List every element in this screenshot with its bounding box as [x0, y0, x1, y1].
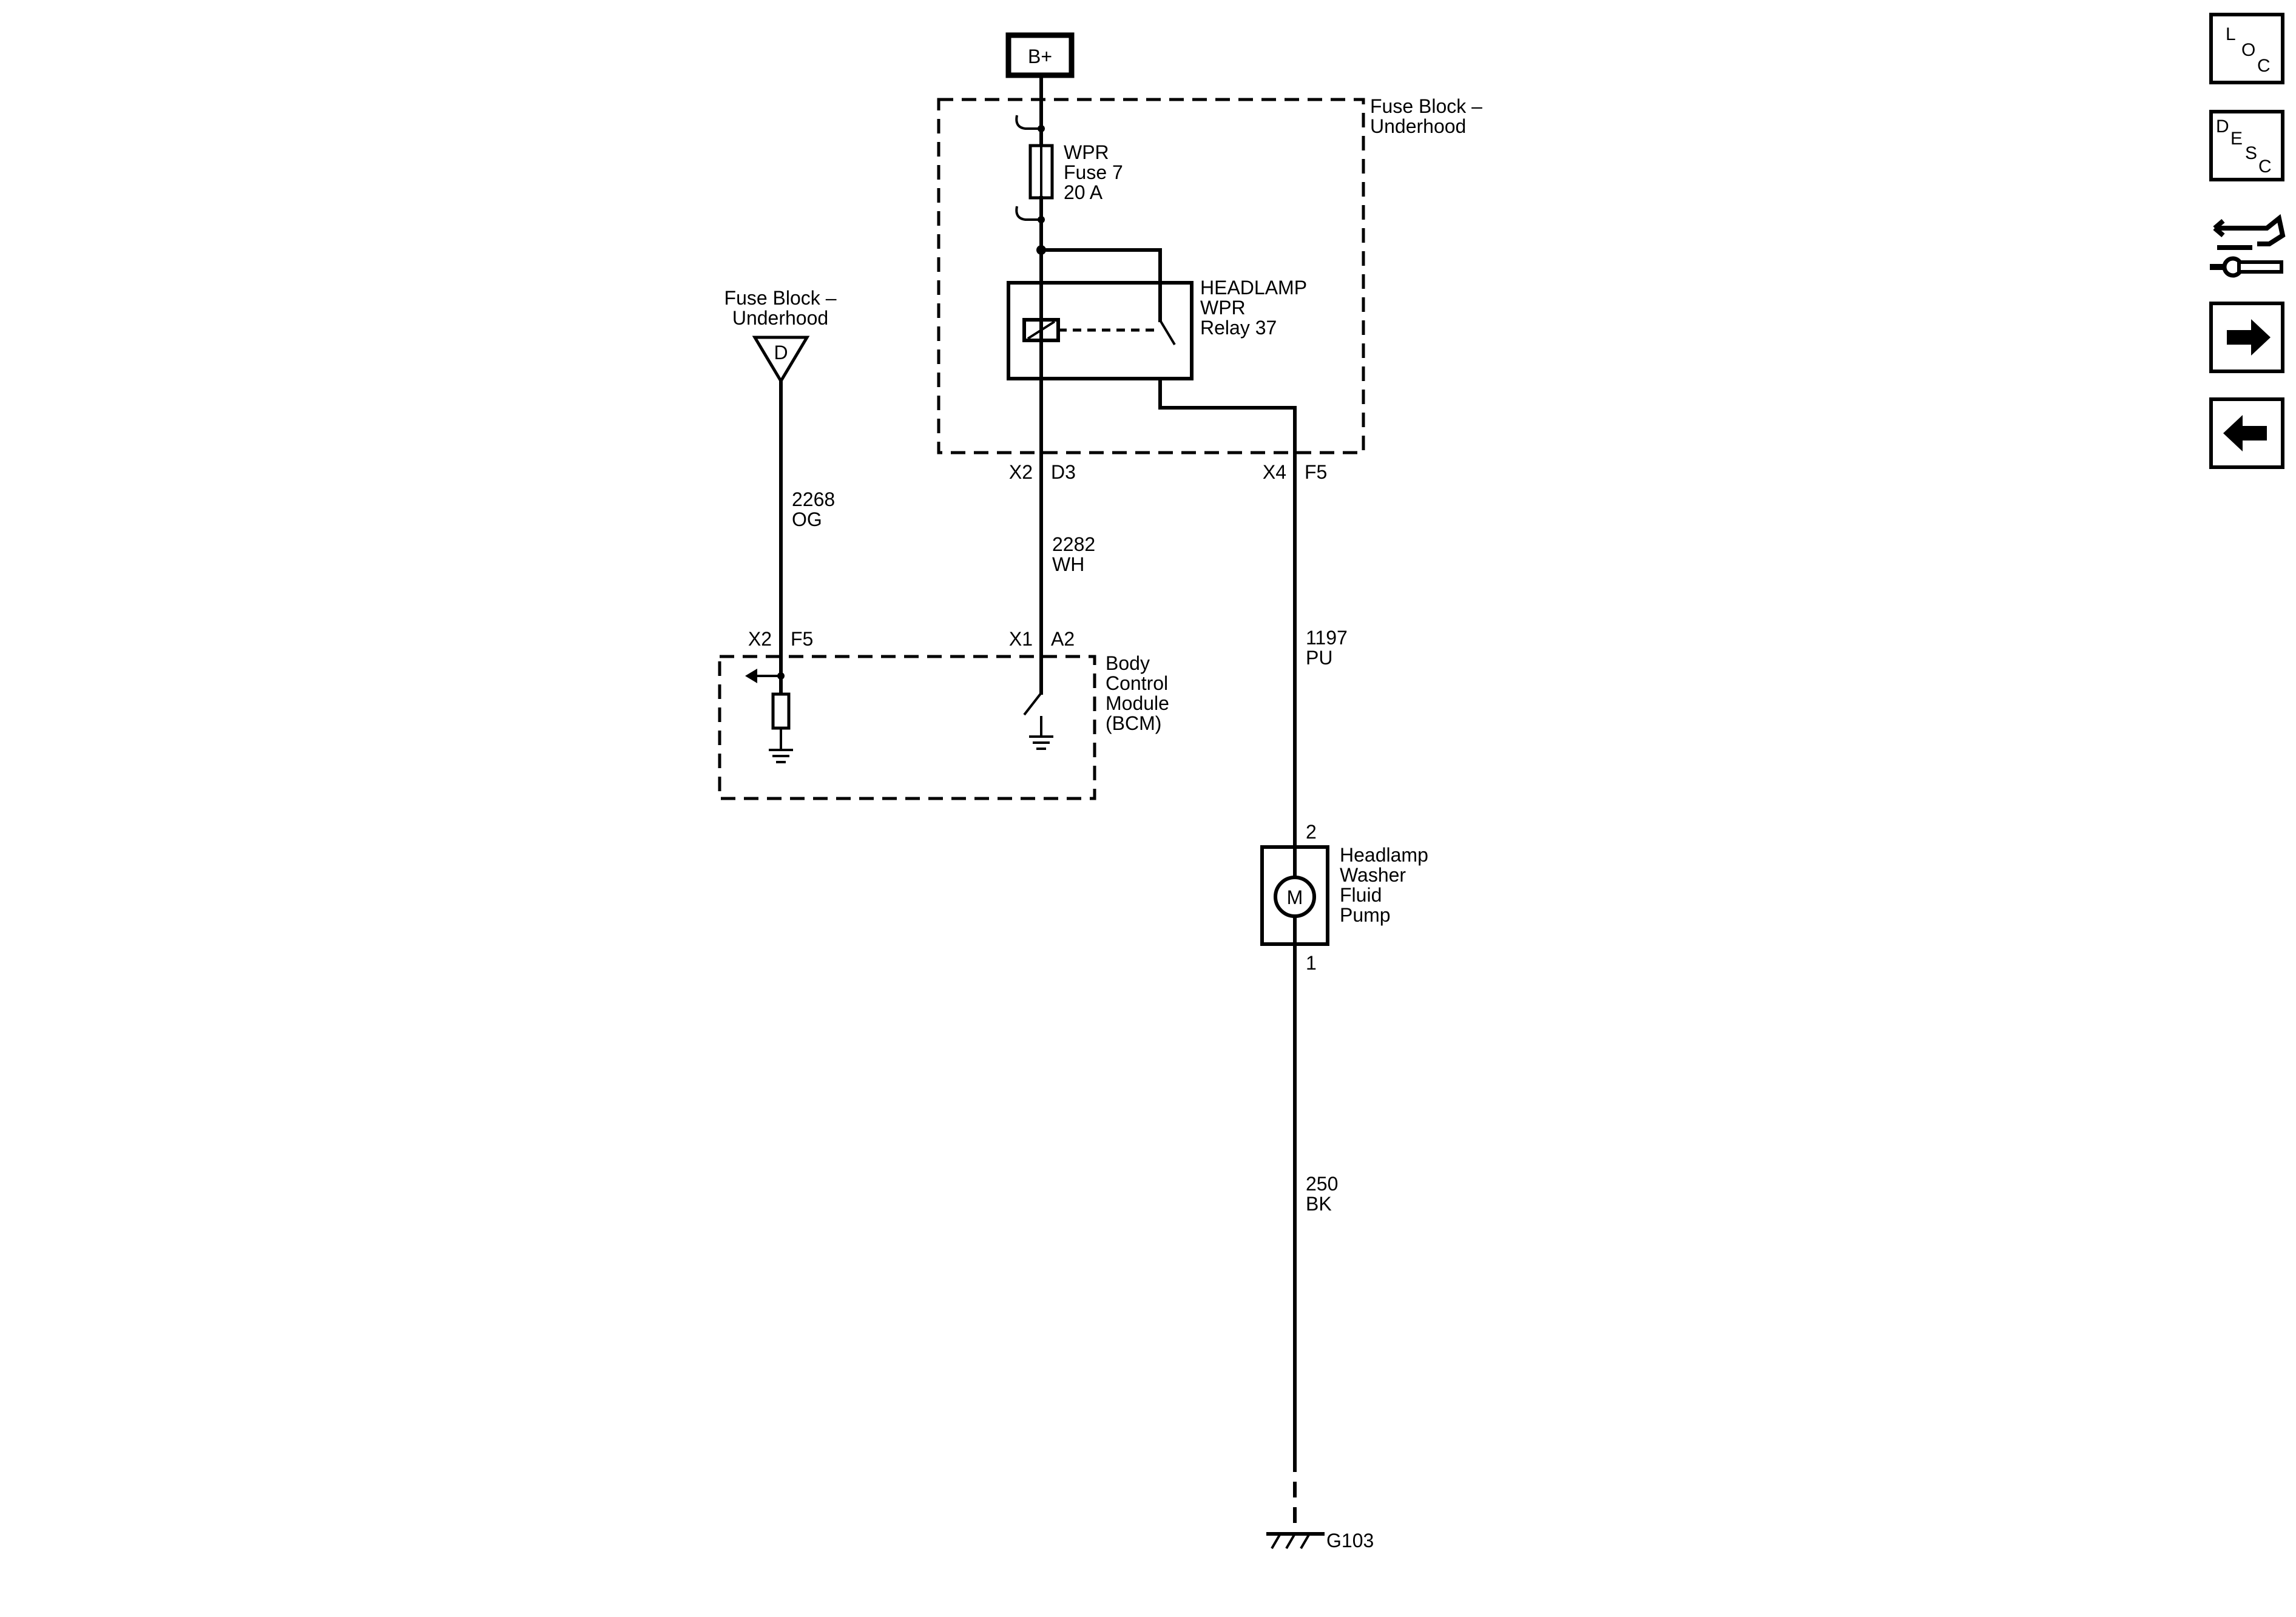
svg-text:S: S: [2245, 143, 2257, 163]
connector-button[interactable]: [2210, 214, 2286, 278]
connector-label: F5: [1305, 461, 1327, 483]
fuse-label-line3: 20 A: [1064, 181, 1103, 203]
bcm-low-side-driver: [1023, 690, 1053, 750]
wire-circuit-label: 2268: [792, 488, 835, 510]
bcm-input-circuit: [745, 669, 793, 763]
fuse-block-ref-line2: Underhood: [732, 307, 828, 329]
wpr-fuse: WPR Fuse 7 20 A: [1028, 141, 1123, 203]
bcm-label-line3: Module: [1106, 692, 1169, 714]
location-icon: L O C: [2226, 24, 2271, 76]
battery-positive: B+: [1005, 32, 1075, 78]
fuse-label-line1: WPR: [1064, 141, 1109, 163]
wire-1197: [1158, 377, 1297, 849]
resistor-icon: [771, 692, 791, 730]
headlamp-wpr-relay: HEADLAMP WPR Relay 37: [1007, 277, 1307, 380]
ground-label: G103: [1326, 1530, 1374, 1551]
signal-arrow-icon: [745, 669, 757, 683]
arrow-left-icon: [2223, 415, 2267, 451]
connector-label: X4: [1263, 461, 1286, 483]
svg-text:E: E: [2230, 129, 2243, 149]
bcm-label-line1: Body: [1106, 652, 1150, 674]
pump-label-line3: Fluid: [1340, 884, 1382, 906]
pump-label-line4: Pump: [1340, 904, 1391, 926]
connector-wrench-icon: [2210, 214, 2286, 278]
next-button[interactable]: [2209, 302, 2284, 373]
splice-dot: [1038, 216, 1045, 223]
connector-label: D3: [1051, 461, 1076, 483]
bcm-label-line4: (BCM): [1106, 712, 1161, 734]
svg-text:C: C: [2258, 157, 2272, 177]
pump-pin-bottom: 1: [1306, 952, 1317, 974]
connector-label: X2: [748, 628, 772, 650]
reference-letter: D: [774, 342, 788, 363]
bcm-label-line2: Control: [1106, 672, 1168, 694]
wire-color-label: WH: [1052, 553, 1084, 575]
body-control-module: Body Control Module (BCM): [718, 652, 1169, 800]
connector-label: F5: [791, 628, 813, 650]
pump-label-line1: Headlamp: [1340, 844, 1428, 866]
svg-text:D: D: [2216, 116, 2229, 137]
battery-label: B+: [1028, 46, 1052, 67]
svg-text:L: L: [2226, 24, 2236, 44]
reference-triangle-icon: [752, 336, 810, 384]
motor-symbol: M: [1287, 886, 1303, 908]
wire-color-label: OG: [792, 508, 822, 530]
fuse-terminal-top: [1015, 115, 1041, 130]
fuse-label-line2: Fuse 7: [1064, 161, 1123, 183]
splice-dot: [1038, 125, 1045, 132]
wire-color-label: PU: [1306, 647, 1332, 669]
connector-label: X1: [1009, 628, 1033, 650]
relay-label-line1: HEADLAMP: [1200, 277, 1307, 299]
connector-label: X2: [1009, 461, 1033, 483]
fuse-terminal-bottom: [1015, 206, 1041, 221]
description-icon: D E S C: [2216, 116, 2272, 177]
loc-button[interactable]: L O C: [2209, 13, 2284, 84]
svg-text:C: C: [2257, 56, 2271, 76]
relay-label-line3: Relay 37: [1200, 317, 1277, 339]
relay-switch-contact: [1159, 319, 1176, 346]
relay-label-line2: WPR: [1200, 297, 1246, 319]
wire-circuit-label: 2282: [1052, 533, 1095, 555]
fuse-block-title-line1: Fuse Block –: [1370, 95, 1482, 117]
wire-circuit-label: 1197: [1306, 627, 1348, 649]
pump-pin-top: 2: [1306, 821, 1317, 843]
headlamp-washer-fluid-pump: 2 M Headlamp Washer Fluid Pump 1: [1260, 821, 1428, 974]
fuse-block-title-line2: Underhood: [1370, 115, 1466, 137]
switch-icon: [1023, 692, 1042, 716]
connector-label: A2: [1051, 628, 1075, 650]
desc-button[interactable]: D E S C: [2209, 110, 2284, 181]
svg-text:O: O: [2241, 40, 2255, 60]
wire-color-label: BK: [1306, 1193, 1332, 1215]
fuse-block-underhood: Fuse Block – Underhood: [937, 95, 1482, 454]
arrow-right-icon: [2227, 319, 2271, 356]
pump-label-line2: Washer: [1340, 864, 1406, 886]
fuse-block-ref-line1: Fuse Block –: [724, 287, 837, 309]
fuse-block-reference: Fuse Block – Underhood D: [724, 287, 837, 384]
wire-circuit-label: 250: [1306, 1173, 1338, 1195]
prev-button[interactable]: [2209, 397, 2284, 469]
ground-g103: G103: [1266, 1530, 1374, 1551]
